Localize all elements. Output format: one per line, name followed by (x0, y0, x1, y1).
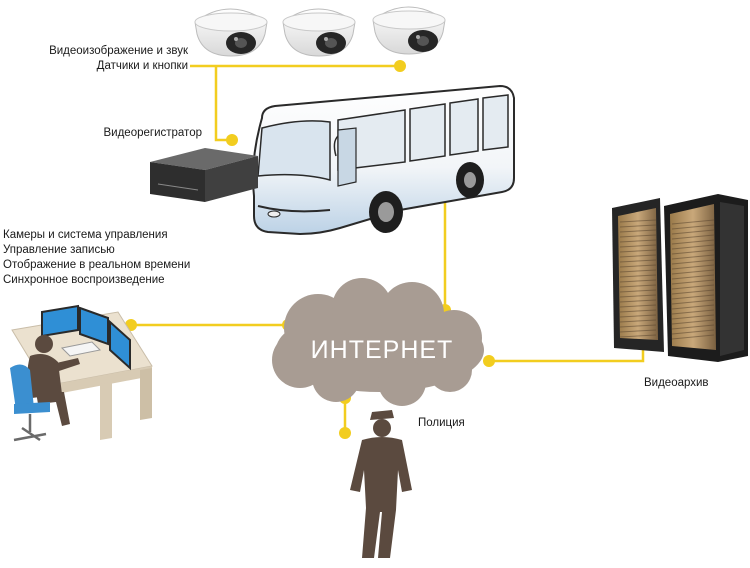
internet-to-archive-line (489, 350, 645, 363)
server-rack-stripes (619, 219, 715, 340)
control-center-feature-cameras: Камеры и система управления (3, 229, 168, 241)
operator-workstation-icon (10, 304, 153, 442)
police-officer-icon (350, 410, 412, 558)
bus-icon (252, 84, 515, 236)
control-center-feature-recording: Управление записью (3, 244, 115, 256)
camera-features-label: Видеоизображение и звук Датчики и кнопки (49, 44, 188, 74)
camera-feature-sensors-buttons: Датчики и кнопки (96, 60, 188, 72)
police-label: Полиция (418, 417, 465, 429)
camera-feature-video-audio: Видеоизображение и звук (49, 45, 188, 57)
video-recorder-icon (150, 148, 258, 202)
dome-camera-icon (282, 8, 356, 57)
control-center-feature-realtime: Отображение в реальном времени (3, 259, 191, 271)
camera-to-recorder-line (214, 66, 232, 142)
recorder-label: Видеорегистратор (103, 127, 203, 139)
control-center-label: Камеры и система управления Управление з… (3, 228, 190, 288)
archive-label: Видеоархив (644, 377, 709, 389)
control-center-feature-playback: Синхронное воспроизведение (3, 274, 165, 286)
dome-camera-icon (372, 6, 446, 55)
internet-label: ИНТЕРНЕТ (310, 336, 454, 364)
internet-cloud-icon (272, 278, 484, 406)
dome-camera-icon (194, 8, 268, 57)
